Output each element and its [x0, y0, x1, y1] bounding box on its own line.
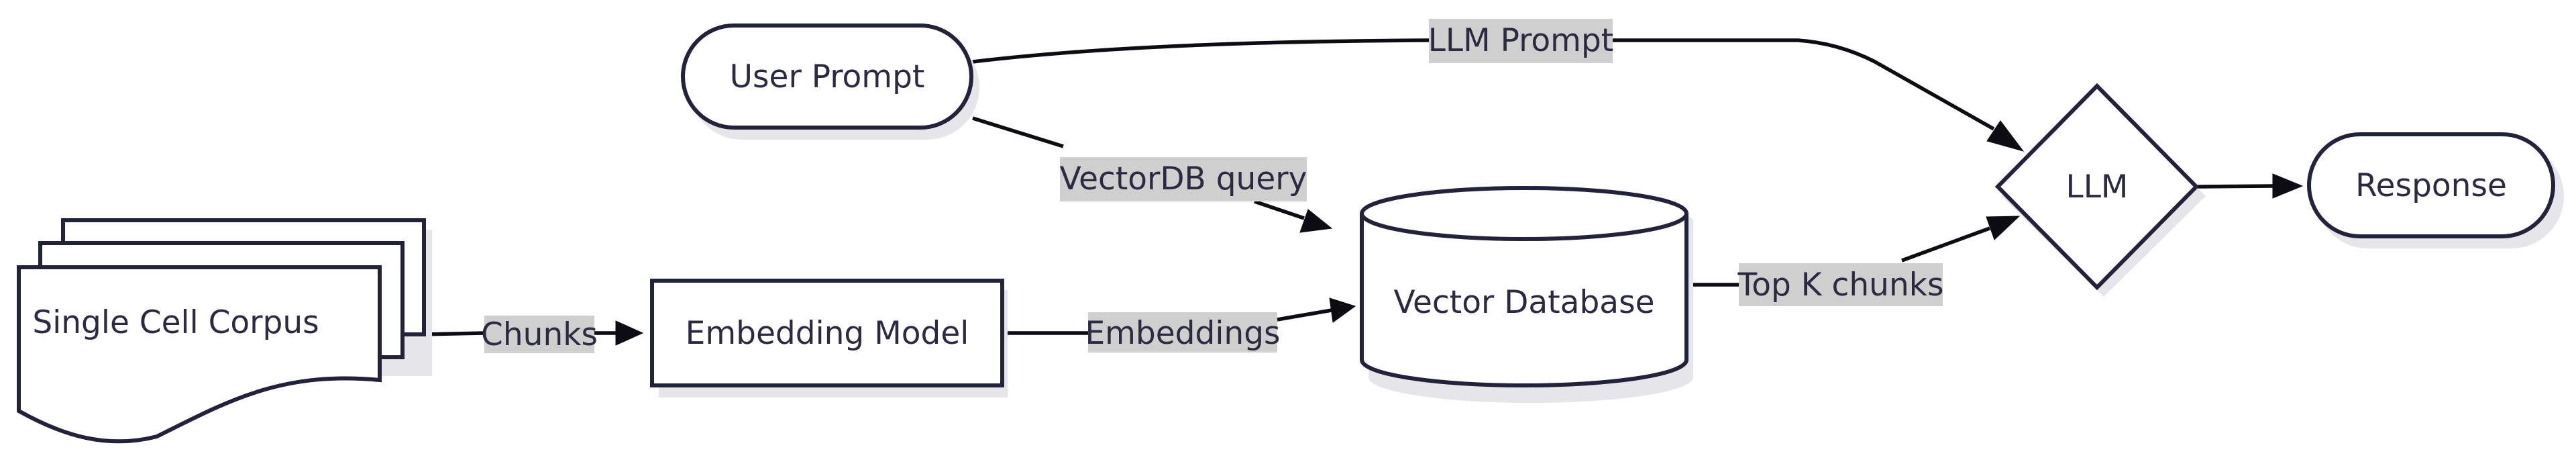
response-pill [2307, 132, 2555, 238]
llm-label: LLM [2066, 169, 2129, 205]
edge-top-k-chunks-label: Top K chunks [1737, 267, 1944, 304]
edge-embeddings: Embeddings [1005, 297, 1356, 353]
edge-vectordb-query: VectorDB query [972, 116, 1333, 233]
edge-llm-prompt-arrowhead [1986, 120, 2025, 152]
edge-vectordb-query-arrowhead [1299, 209, 1333, 233]
edge-chunks-label-bg [484, 316, 594, 353]
edge-top-k-chunks: Top K chunks [1682, 216, 2021, 306]
edge-vectordb-query-line [972, 116, 1305, 220]
edge-embeddings-line [1005, 308, 1332, 335]
embedding-model-box [650, 279, 1004, 387]
edge-llm-prompt: LLM Prompt [972, 19, 2025, 152]
edge-chunks-arrowhead [615, 320, 644, 346]
vector-database-label: Vector Database [1394, 284, 1655, 321]
edge-llm-prompt-label: LLM Prompt [1428, 22, 1613, 59]
corpus-front-document [17, 265, 382, 444]
edge-chunks-label: Chunks [481, 316, 598, 353]
edge-chunks: Chunks [423, 316, 644, 353]
vector-database-top-rim [1360, 213, 1688, 241]
edge-embeddings-label-bg [1088, 312, 1277, 353]
edge-vectordb-query-label: VectorDB query [1060, 160, 1307, 197]
edge-llm-response [2197, 173, 2304, 199]
edge-llm-response-line [2197, 184, 2273, 189]
response-label: Response [2355, 167, 2507, 204]
embedding-model-label: Embedding Model [686, 315, 969, 352]
edge-llm-prompt-label-bg [1429, 19, 1613, 63]
edge-vectordb-query-label-bg [1060, 157, 1307, 201]
node-single-cell-corpus[interactable]: Single Cell Corpus [17, 218, 432, 444]
node-response[interactable]: Response [2307, 132, 2564, 248]
edge-chunks-line [423, 331, 616, 336]
corpus-label: Single Cell Corpus [32, 304, 319, 341]
edge-llm-response-arrowhead [2272, 173, 2304, 199]
node-vector-database[interactable]: Vector Database [1360, 186, 1693, 403]
edge-top-k-chunks-label-bg [1739, 263, 1943, 306]
node-llm[interactable]: LLM [1994, 83, 2206, 297]
llm-diamond [1994, 83, 2200, 291]
user-prompt-pill [681, 24, 973, 130]
edge-llm-prompt-line [972, 38, 1995, 131]
edge-embeddings-arrowhead [1329, 297, 1356, 323]
edge-top-k-chunks-arrowhead [1986, 216, 2021, 240]
edge-embeddings-label: Embeddings [1085, 315, 1280, 352]
node-embedding-model[interactable]: Embedding Model [650, 279, 1008, 398]
node-user-prompt[interactable]: User Prompt [681, 24, 979, 140]
user-prompt-label: User Prompt [730, 58, 925, 95]
